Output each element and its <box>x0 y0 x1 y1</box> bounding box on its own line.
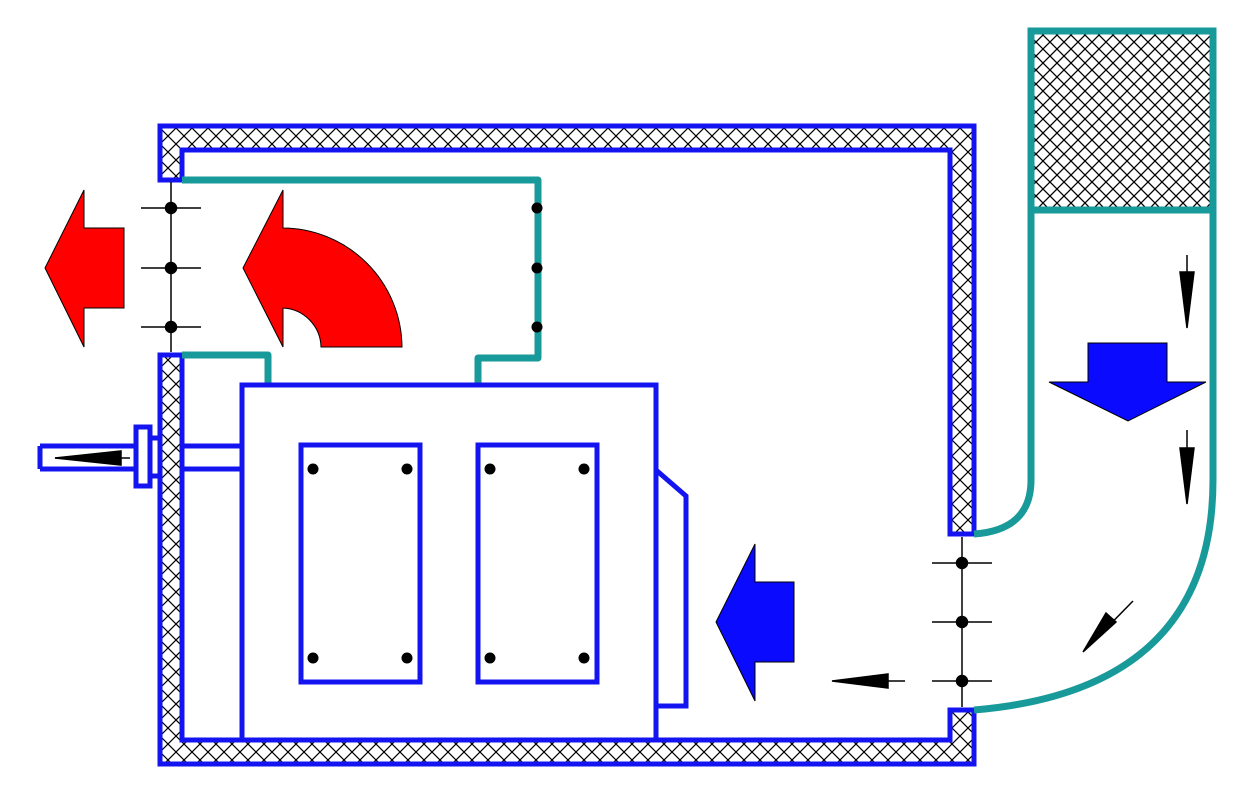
intake-fan-icon <box>932 537 992 707</box>
blue-left-arrow-icon <box>715 543 795 702</box>
intake-filter <box>1027 27 1217 214</box>
small-black-arrow-icon <box>54 255 1195 689</box>
duct-fan-icon <box>531 202 543 333</box>
blue-down-arrow-icon <box>1048 342 1207 422</box>
engine-block <box>37 382 689 743</box>
enclosure-wall <box>157 123 977 767</box>
exhaust-duct <box>182 176 542 390</box>
exhaust-fan-icon <box>141 182 201 352</box>
control-panels <box>298 442 600 685</box>
red-curved-arrow-icon <box>242 189 403 348</box>
intake-duct <box>973 31 1217 714</box>
red-left-arrow-icon <box>44 189 125 348</box>
